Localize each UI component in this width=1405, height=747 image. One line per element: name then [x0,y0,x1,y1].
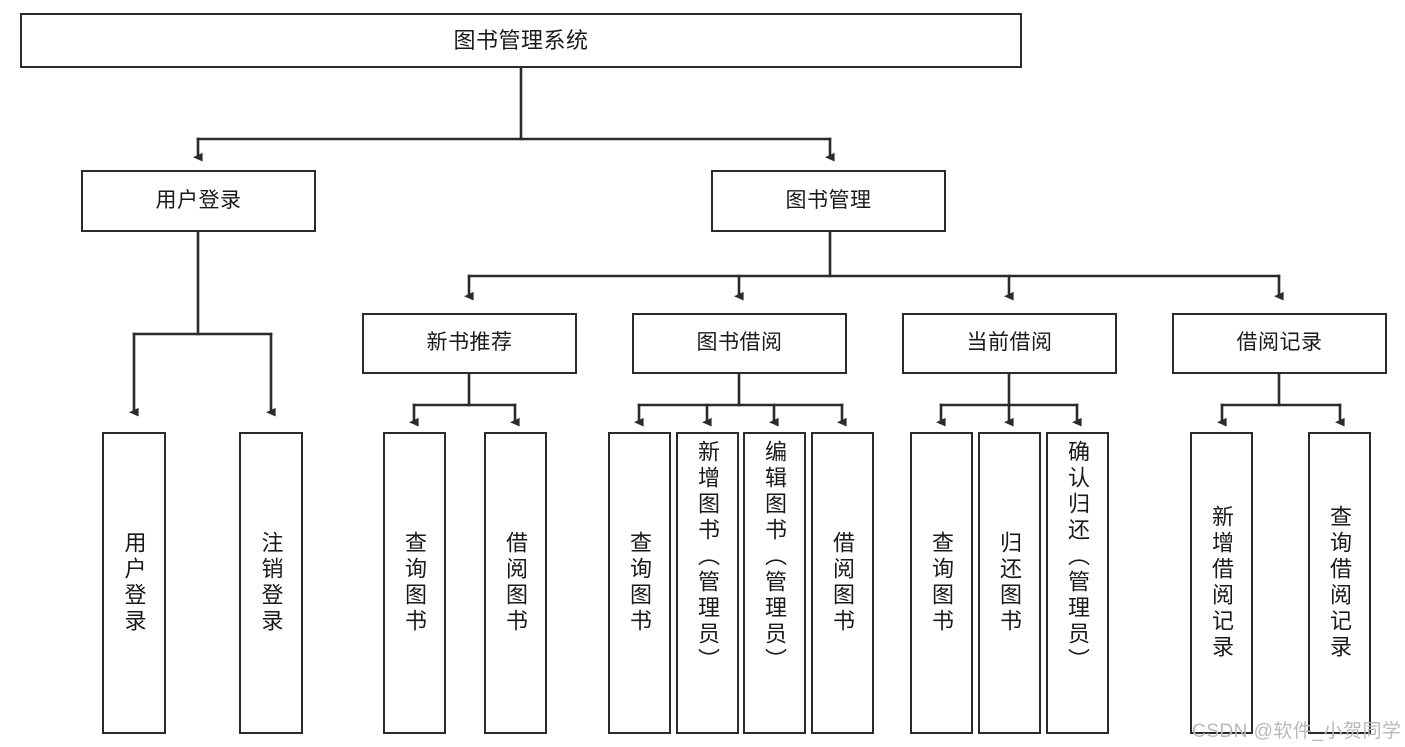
node-current-borrow[interactable]: 当前借阅 [902,313,1117,374]
leaf-user-login[interactable]: 用户登录 [102,432,166,734]
node-new-book-recommend[interactable]: 新书推荐 [362,313,577,374]
leaf-add-borrow-record[interactable]: 新增借阅记录 [1190,432,1253,734]
leaf-query-book-current[interactable]: 查询图书 [910,432,973,734]
node-label: 查询图书 [627,531,653,635]
node-label: 借阅图书 [503,531,529,635]
leaf-logout-login[interactable]: 注销登录 [239,432,303,734]
leaf-query-borrow-record[interactable]: 查询借阅记录 [1308,432,1371,734]
node-label: 图书管理 [785,188,872,212]
csdn-watermark: CSDN @软件_小贺同学 [1192,721,1402,742]
node-book-manage[interactable]: 图书管理 [711,170,946,232]
node-label: 新增借阅记录 [1209,505,1235,661]
leaf-return-book[interactable]: 归还图书 [978,432,1041,734]
node-label: 借阅图书 [830,531,856,635]
node-label: 用户登录 [155,188,242,212]
leaf-borrow-book-recommend[interactable]: 借阅图书 [484,432,547,734]
leaf-query-book-borrow[interactable]: 查询图书 [608,432,671,734]
node-label: 图书管理系统 [453,27,589,53]
node-label: 新增图书（管理员） [695,440,721,674]
node-label: 当前借阅 [966,331,1053,355]
node-label: 注销登录 [258,531,284,635]
node-label: 编辑图书（管理员） [762,440,788,674]
node-label: 查询图书 [929,531,955,635]
node-user-login[interactable]: 用户登录 [81,170,316,232]
node-label: 确认归还（管理员） [1065,440,1091,674]
node-label: 归还图书 [997,531,1023,635]
node-book-borrow[interactable]: 图书借阅 [632,313,847,374]
leaf-add-book[interactable]: 新增图书（管理员） [676,432,739,734]
leaf-edit-book[interactable]: 编辑图书（管理员） [743,432,806,734]
node-label: 用户登录 [121,531,147,635]
node-label: 借阅记录 [1236,331,1323,355]
node-label: 查询借阅记录 [1327,505,1353,661]
leaf-confirm-return[interactable]: 确认归还（管理员） [1046,432,1109,734]
leaf-query-book-recommend[interactable]: 查询图书 [383,432,446,734]
node-label: 新书推荐 [426,331,513,355]
node-borrow-record[interactable]: 借阅记录 [1172,313,1387,374]
node-label: 查询图书 [402,531,428,635]
node-label: 图书借阅 [696,331,783,355]
node-root-book-management-system[interactable]: 图书管理系统 [20,13,1022,68]
leaf-borrow-book-borrow[interactable]: 借阅图书 [811,432,874,734]
